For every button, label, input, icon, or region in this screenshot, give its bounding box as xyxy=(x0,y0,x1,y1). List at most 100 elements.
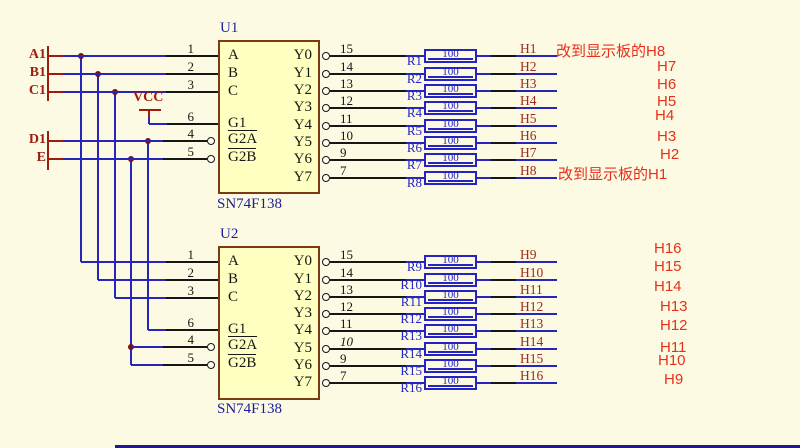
resistor-midline xyxy=(428,385,473,387)
annotation-note[interactable]: H5 xyxy=(657,93,677,110)
resistor-body-R9[interactable] xyxy=(424,255,477,269)
resistor-body-R14[interactable] xyxy=(424,342,477,356)
resistor-body-R5[interactable] xyxy=(424,119,477,133)
resistor-midline xyxy=(428,180,473,182)
wire-segment xyxy=(406,55,424,57)
port-label-E[interactable]: E xyxy=(36,150,46,165)
net-label-H9[interactable]: H9 xyxy=(520,247,537,262)
annotation-note[interactable]: H2 xyxy=(660,146,680,163)
net-label-H14[interactable]: H14 xyxy=(520,334,544,349)
resistor-body-R16[interactable] xyxy=(424,376,477,390)
net-label-H6[interactable]: H6 xyxy=(520,128,537,143)
annotation-note[interactable]: H7 xyxy=(657,58,677,75)
inverter-bubble-icon xyxy=(207,361,215,369)
wire-segment xyxy=(406,296,424,298)
net-label-H3[interactable]: H3 xyxy=(520,76,537,91)
chip-body-U2[interactable] xyxy=(218,246,320,400)
annotation-note[interactable]: H4 xyxy=(655,107,675,124)
wire-segment xyxy=(477,55,491,57)
resistor-midline xyxy=(428,110,473,112)
resistor-body-R6[interactable] xyxy=(424,136,477,150)
resistor-value: 100 xyxy=(442,289,459,301)
wire-segment xyxy=(63,55,166,57)
annotation-note[interactable]: H11 xyxy=(660,339,687,356)
wire-segment xyxy=(491,125,516,127)
annotation-note[interactable]: H15 xyxy=(654,258,682,275)
wire-segment xyxy=(491,142,516,144)
wire-segment xyxy=(406,348,424,350)
net-label-H16[interactable]: H16 xyxy=(520,368,544,383)
annotation-note[interactable]: H13 xyxy=(660,298,688,315)
net-label-H11[interactable]: H11 xyxy=(520,282,543,297)
resistor-value: 100 xyxy=(442,118,459,130)
net-wire xyxy=(516,125,557,127)
output-bubble-icon xyxy=(322,52,330,60)
pin-lead xyxy=(166,55,218,57)
resistor-refdes: R5 xyxy=(406,123,422,138)
wire-segment xyxy=(477,296,491,298)
net-label-H1[interactable]: H1 xyxy=(520,41,537,56)
pin-lead xyxy=(330,382,406,384)
pin-lead xyxy=(330,261,406,263)
resistor-body-R15[interactable] xyxy=(424,359,477,373)
resistor-midline xyxy=(428,128,473,130)
port-label-B1[interactable]: B1 xyxy=(29,65,46,80)
net-label-H2[interactable]: H2 xyxy=(520,59,537,74)
resistor-body-R13[interactable] xyxy=(424,324,477,338)
net-label-H12[interactable]: H12 xyxy=(520,299,544,314)
net-wire xyxy=(516,73,557,75)
resistor-midline xyxy=(428,368,473,370)
annotation-note[interactable]: 改到显示板的H1 xyxy=(558,166,668,183)
resistor-body-R11[interactable] xyxy=(424,290,477,304)
pin-name: Y4 xyxy=(293,117,312,133)
port-label-A1[interactable]: A1 xyxy=(28,47,46,62)
resistor-body-R3[interactable] xyxy=(424,84,477,98)
net-label-H13[interactable]: H13 xyxy=(520,316,544,331)
annotation-note[interactable]: 改到显示板的H8 xyxy=(556,43,666,60)
pin-number: 3 xyxy=(187,77,195,92)
annotation-note[interactable]: H14 xyxy=(654,278,682,295)
wire-segment xyxy=(81,261,166,263)
annotation-note[interactable]: H12 xyxy=(660,317,688,334)
net-wire xyxy=(516,348,557,350)
resistor-body-R10[interactable] xyxy=(424,273,477,287)
annotation-note[interactable]: H10 xyxy=(658,352,686,369)
port-label-D1[interactable]: D1 xyxy=(28,132,46,147)
resistor-body-R12[interactable] xyxy=(424,307,477,321)
pin-name: Y7 xyxy=(293,374,312,390)
pin-lead xyxy=(330,365,406,367)
wire-segment xyxy=(406,142,424,144)
wire-segment xyxy=(477,313,491,315)
annotation-note[interactable]: H9 xyxy=(664,371,684,388)
net-label-H7[interactable]: H7 xyxy=(520,145,537,160)
bottom-edge-line xyxy=(115,445,800,448)
pin-name: Y3 xyxy=(293,99,312,115)
resistor-body-R7[interactable] xyxy=(424,153,477,167)
pin-lead xyxy=(166,297,218,299)
resistor-value: 100 xyxy=(442,358,459,370)
net-label-H8[interactable]: H8 xyxy=(520,163,537,178)
net-label-H5[interactable]: H5 xyxy=(520,111,537,126)
resistor-body-R2[interactable] xyxy=(424,67,477,81)
chip-body-U1[interactable] xyxy=(218,40,320,194)
pin-lead xyxy=(330,73,406,75)
annotation-note[interactable]: H16 xyxy=(654,240,682,257)
port-label-C1[interactable]: C1 xyxy=(28,83,46,98)
net-label-H10[interactable]: H10 xyxy=(520,265,544,280)
net-wire xyxy=(516,382,557,384)
annotation-note[interactable]: H6 xyxy=(657,76,677,93)
resistor-value: 100 xyxy=(442,254,459,266)
resistor-body-R4[interactable] xyxy=(424,101,477,115)
resistor-value: 100 xyxy=(442,83,459,95)
wire-segment xyxy=(477,261,491,263)
pin-name: Y3 xyxy=(293,305,312,321)
wire-segment xyxy=(406,330,424,332)
resistor-body-R8[interactable] xyxy=(424,171,477,185)
wire-segment xyxy=(477,125,491,127)
wire-segment xyxy=(131,346,163,348)
net-label-H15[interactable]: H15 xyxy=(520,351,544,366)
resistor-body-R1[interactable] xyxy=(424,49,477,63)
wire-segment xyxy=(477,348,491,350)
net-label-H4[interactable]: H4 xyxy=(520,93,537,108)
annotation-note[interactable]: H3 xyxy=(657,128,677,145)
